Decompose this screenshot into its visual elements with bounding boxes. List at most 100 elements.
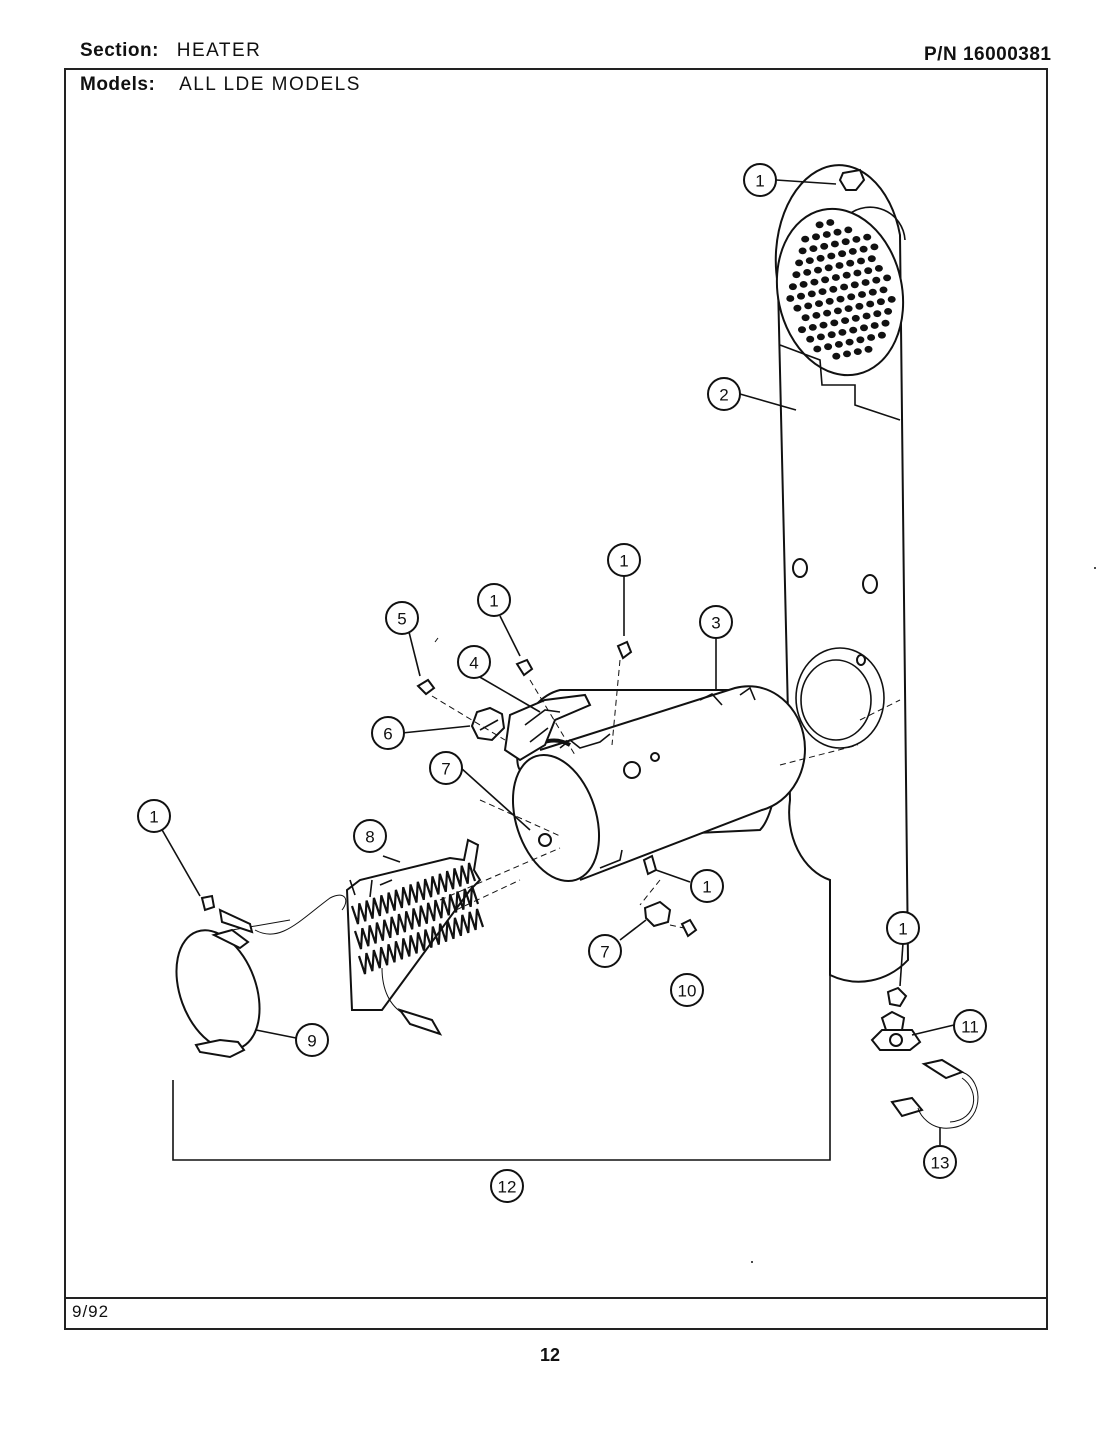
- lead-wire: [254, 894, 347, 935]
- svg-text:1: 1: [898, 920, 907, 939]
- vent-hole: [864, 345, 873, 353]
- callout-1: 1: [607, 543, 641, 577]
- section-heading: Section: HEATER: [80, 40, 261, 62]
- vent-hole: [847, 293, 856, 301]
- svg-text:9: 9: [307, 1032, 316, 1051]
- screw: [838, 168, 866, 191]
- thermostat: [870, 986, 922, 1051]
- vent-hole: [857, 257, 865, 265]
- vent-hole: [819, 321, 828, 329]
- vent-hole: [868, 288, 877, 296]
- vent-hole: [877, 331, 886, 339]
- vent-hole: [825, 297, 834, 305]
- thermostat-bracket: [503, 693, 592, 762]
- vent-hole: [849, 326, 858, 334]
- screw: [416, 678, 436, 696]
- svg-text:12: 12: [498, 1178, 517, 1197]
- revision-date: 9/92: [72, 1302, 110, 1321]
- vent-hole: [848, 248, 857, 255]
- vent-hole: [812, 233, 820, 241]
- sensor-plate: [470, 706, 506, 742]
- vent-hole: [845, 338, 854, 346]
- vent-hole: [883, 274, 892, 282]
- svg-text:3: 3: [711, 614, 720, 633]
- svg-text:1: 1: [755, 172, 764, 191]
- svg-text:8: 8: [365, 828, 374, 847]
- coil-row: [353, 885, 480, 950]
- vent-hole: [850, 281, 859, 289]
- callout-3: 3: [699, 605, 733, 639]
- vent-hole: [832, 352, 841, 360]
- svg-text:1: 1: [489, 592, 498, 611]
- footer-divider: [64, 1297, 1048, 1299]
- vent-hole: [852, 236, 861, 243]
- callout-7: 7: [588, 934, 622, 968]
- vent-hole: [816, 333, 825, 341]
- vent-hole: [812, 312, 821, 319]
- heater-housing: [511, 685, 807, 883]
- callout-10: 10: [670, 973, 704, 1007]
- vent-hole: [816, 254, 825, 262]
- heating-element: [345, 838, 485, 1011]
- vent-hole: [844, 226, 853, 234]
- duct-vent-grille: [775, 207, 905, 377]
- svg-text:1: 1: [149, 808, 158, 827]
- vent-hole: [814, 266, 822, 274]
- vent-hole: [831, 274, 840, 281]
- vent-hole: [824, 264, 833, 272]
- heating-coils: [350, 862, 485, 975]
- wire-terminal: [397, 1008, 443, 1036]
- section-label: Section:: [80, 40, 159, 61]
- vent-hole: [820, 242, 829, 250]
- vent-hole: [806, 335, 815, 343]
- assembly-bracket: [172, 968, 831, 1161]
- vent-hole: [808, 324, 817, 331]
- vent-hole: [870, 322, 879, 329]
- svg-text:10: 10: [678, 982, 697, 1001]
- vent-hole: [813, 345, 822, 353]
- vent-hole: [881, 319, 890, 327]
- vent-hole: [866, 300, 875, 308]
- vent-hole: [830, 240, 839, 248]
- page-number: 12: [540, 1345, 561, 1365]
- vent-hole: [884, 308, 893, 315]
- coil-row: [357, 908, 485, 975]
- coil-row: [350, 862, 477, 925]
- vent-hole: [870, 243, 879, 251]
- vent-holes: [786, 219, 896, 360]
- terminal-cover: [175, 919, 291, 1059]
- vent-hole: [821, 276, 830, 284]
- vent-hole: [855, 302, 864, 310]
- screw: [642, 854, 658, 876]
- callout-8: 8: [353, 819, 387, 853]
- duct-screw-hole: [856, 654, 866, 666]
- leader-lines: [160, 179, 955, 1145]
- vent-hole: [861, 279, 870, 286]
- vent-hole: [803, 269, 812, 276]
- vent-hole: [846, 259, 855, 267]
- vent-hole: [815, 300, 823, 307]
- callout-1: 1: [137, 799, 171, 833]
- svg-text:5: 5: [397, 610, 406, 629]
- vent-hole: [841, 317, 850, 324]
- wire-terminal: [218, 908, 254, 934]
- vent-hole: [795, 259, 804, 267]
- vent-hole: [827, 252, 836, 260]
- vent-hole: [867, 334, 876, 341]
- vent-hole: [824, 343, 833, 351]
- vent-hole: [856, 336, 865, 344]
- vent-hole: [860, 324, 868, 332]
- vent-hole: [838, 329, 847, 336]
- vent-hole: [872, 276, 881, 284]
- svg-text:7: 7: [441, 760, 450, 779]
- vent-hole: [833, 228, 842, 236]
- part-number: P/N 16000381: [924, 44, 1052, 65]
- vent-hole: [862, 312, 871, 320]
- vent-hole: [842, 271, 851, 279]
- svg-text:1: 1: [702, 878, 711, 897]
- callout-6: 6: [371, 716, 405, 750]
- vent-hole: [851, 314, 860, 322]
- vent-hole: [829, 285, 838, 293]
- vent-hole: [840, 283, 849, 291]
